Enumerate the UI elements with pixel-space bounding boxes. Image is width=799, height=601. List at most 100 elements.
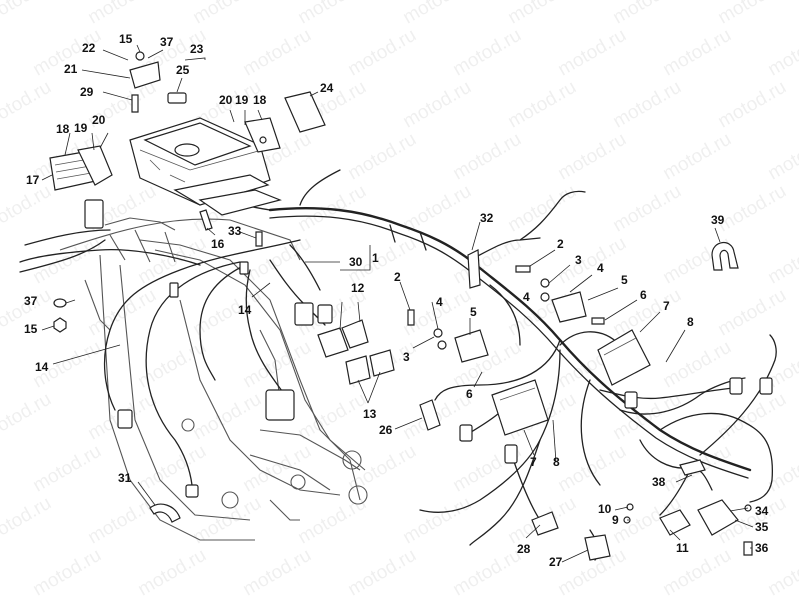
callout-label: 26 bbox=[379, 423, 393, 437]
connector bbox=[459, 424, 473, 442]
connector bbox=[294, 302, 314, 326]
connector bbox=[185, 484, 199, 498]
washer bbox=[540, 278, 550, 288]
bolt bbox=[743, 541, 753, 556]
screw bbox=[255, 231, 263, 247]
callout-label: 38 bbox=[652, 475, 666, 489]
callout-label: 24 bbox=[320, 81, 334, 95]
rubber-mount bbox=[345, 355, 371, 385]
connector bbox=[317, 304, 333, 324]
callout-label: 8 bbox=[553, 455, 560, 469]
bolt bbox=[407, 309, 415, 326]
relay-bracket bbox=[129, 61, 161, 89]
callout-label: 7 bbox=[530, 455, 537, 469]
callout-label: 37 bbox=[160, 35, 174, 49]
ignition-coil bbox=[597, 329, 651, 386]
ecu-cover-plate bbox=[284, 91, 326, 133]
ignition-coil bbox=[491, 379, 549, 436]
plug-cap bbox=[419, 399, 441, 431]
connector bbox=[504, 444, 518, 464]
screw bbox=[199, 209, 213, 231]
sticker-label bbox=[167, 92, 187, 104]
callout-label: 32 bbox=[480, 211, 494, 225]
washer bbox=[437, 340, 447, 350]
callout-label: 7 bbox=[663, 299, 670, 313]
connector bbox=[117, 409, 133, 429]
callout-label: 31 bbox=[118, 471, 132, 485]
connector bbox=[84, 199, 104, 229]
callout-label: 14 bbox=[35, 360, 49, 374]
cable-clamp bbox=[149, 503, 181, 523]
washer bbox=[540, 292, 550, 302]
callout-label: 23 bbox=[190, 42, 204, 56]
callout-label: 20 bbox=[92, 113, 106, 127]
nut bbox=[53, 317, 67, 333]
callout-label: 6 bbox=[640, 288, 647, 302]
callout-label: 35 bbox=[755, 520, 769, 534]
callout-label: 6 bbox=[466, 387, 473, 401]
callout-label: 30 bbox=[349, 255, 363, 269]
bolt bbox=[515, 265, 531, 273]
callout-label: 19 bbox=[235, 93, 249, 107]
callout-label: 3 bbox=[575, 253, 582, 267]
callout-label: 11 bbox=[676, 541, 689, 555]
pressure-switch bbox=[697, 499, 739, 536]
callout-label: 34 bbox=[755, 504, 769, 518]
callout-label: 12 bbox=[351, 281, 365, 295]
relay bbox=[317, 327, 349, 358]
coil-bracket bbox=[454, 329, 489, 363]
connector bbox=[169, 282, 179, 298]
callout-label: 33 bbox=[228, 224, 242, 238]
spark-plug-cap bbox=[531, 511, 559, 536]
connector bbox=[239, 261, 249, 275]
callout-label: 10 bbox=[598, 502, 612, 516]
callout-label: 4 bbox=[436, 295, 443, 309]
callout-labels: 15 37 22 23 21 25 29 20 19 18 24 18 19 2… bbox=[24, 32, 769, 569]
callout-label: 8 bbox=[687, 315, 694, 329]
sensor-lead bbox=[679, 459, 706, 476]
washer bbox=[53, 298, 67, 308]
callout-label: 36 bbox=[755, 541, 769, 555]
callout-label: 15 bbox=[119, 32, 133, 46]
sensor bbox=[659, 509, 691, 536]
sender-switch bbox=[131, 94, 139, 113]
relay bbox=[341, 319, 369, 349]
callout-label: 5 bbox=[621, 273, 628, 287]
callout-label: 4 bbox=[523, 290, 530, 304]
washer bbox=[433, 328, 443, 338]
callout-label: 21 bbox=[64, 62, 78, 76]
callout-label: 19 bbox=[74, 121, 88, 135]
connector bbox=[759, 377, 773, 395]
callout-label: 13 bbox=[363, 407, 377, 421]
cable-clip bbox=[467, 249, 481, 289]
ecu-unit bbox=[129, 117, 282, 216]
callout-label: 2 bbox=[557, 237, 564, 251]
callout-label: 9 bbox=[612, 513, 619, 527]
callout-label: 15 bbox=[24, 322, 38, 336]
connector bbox=[265, 389, 295, 421]
leader-lines bbox=[41, 44, 754, 563]
callout-label: 20 bbox=[219, 93, 233, 107]
bolt bbox=[591, 317, 605, 325]
callout-label: 5 bbox=[470, 305, 477, 319]
connector bbox=[624, 391, 638, 409]
coil-bracket bbox=[551, 291, 587, 323]
voltage-regulator bbox=[49, 145, 113, 191]
callout-label: 3 bbox=[403, 350, 410, 364]
callout-label: 16 bbox=[211, 237, 225, 251]
callout-label: 14 bbox=[238, 303, 252, 317]
callout-label: 17 bbox=[26, 173, 40, 187]
rubber-mount bbox=[369, 349, 395, 377]
callout-label: 18 bbox=[253, 93, 267, 107]
callout-label: 22 bbox=[82, 41, 96, 55]
callout-label: 2 bbox=[394, 270, 401, 284]
callout-label: 1 bbox=[372, 251, 379, 265]
connector bbox=[729, 377, 743, 395]
wiring-harness bbox=[19, 169, 777, 561]
callout-label: 39 bbox=[711, 213, 725, 227]
cable-clip bbox=[711, 242, 739, 271]
callout-label: 25 bbox=[176, 63, 190, 77]
callout-label: 18 bbox=[56, 122, 70, 136]
callout-label: 29 bbox=[80, 85, 94, 99]
